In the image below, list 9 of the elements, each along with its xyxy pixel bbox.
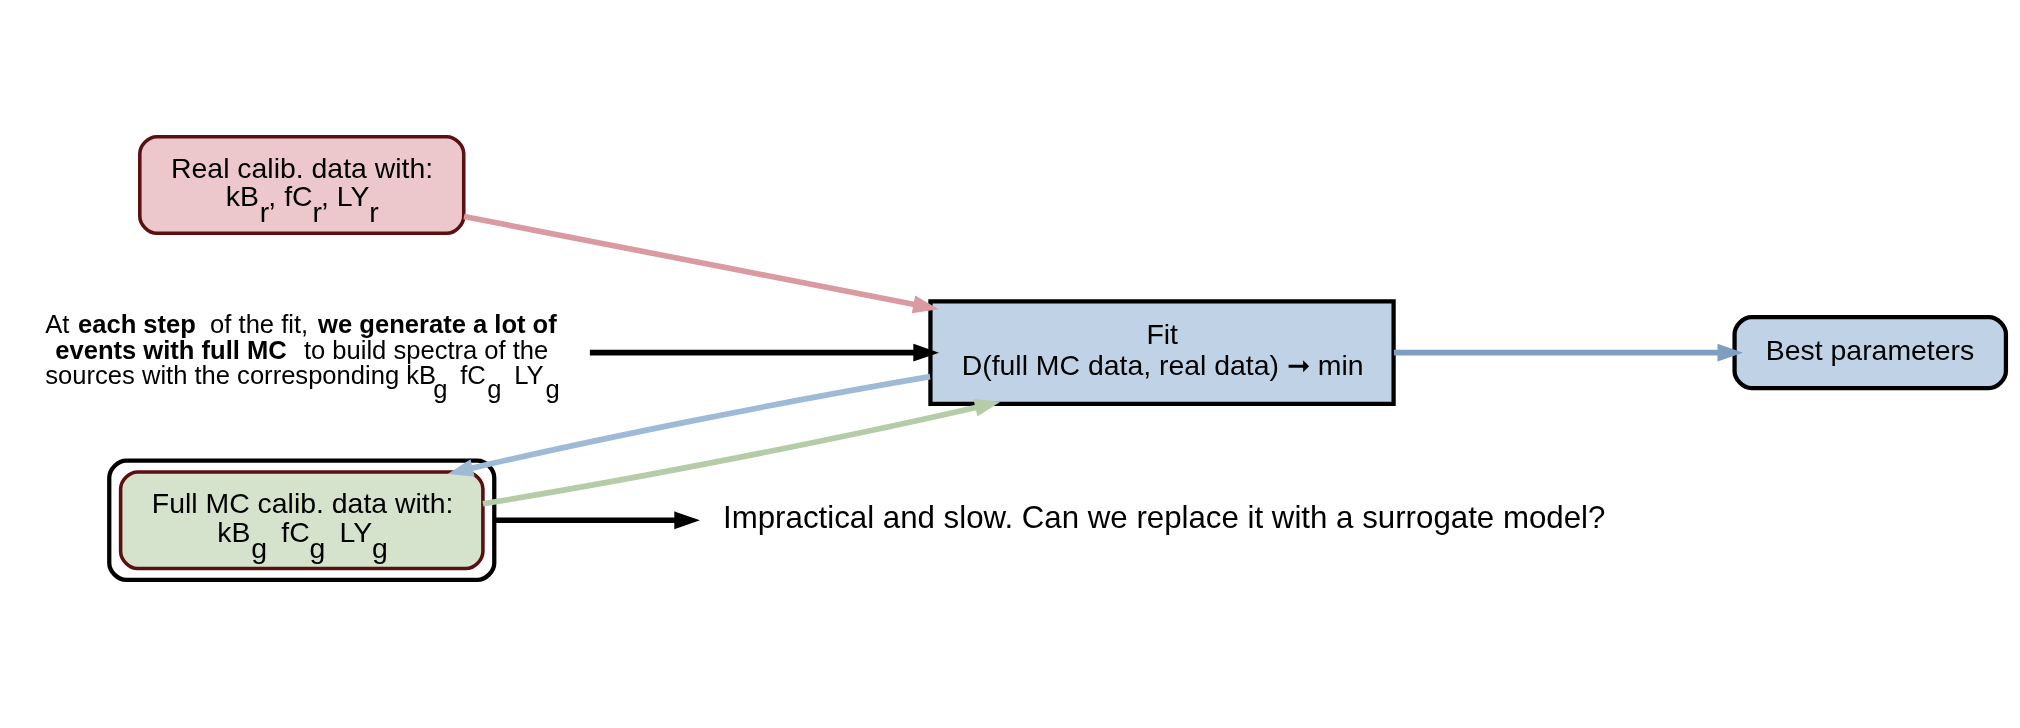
arrow [463,213,939,314]
arrow [482,398,1001,507]
arrow [589,343,939,362]
node-text: Impractical and slow. Can we replace it with a surrogate model? [723,500,1606,536]
arrow [494,511,700,530]
node-box: Best parameters [1732,315,2009,391]
node-box: Fit D(full MC data, real data) ➞ min [928,299,1396,406]
arrow [447,373,931,477]
arrow [1393,343,1744,362]
